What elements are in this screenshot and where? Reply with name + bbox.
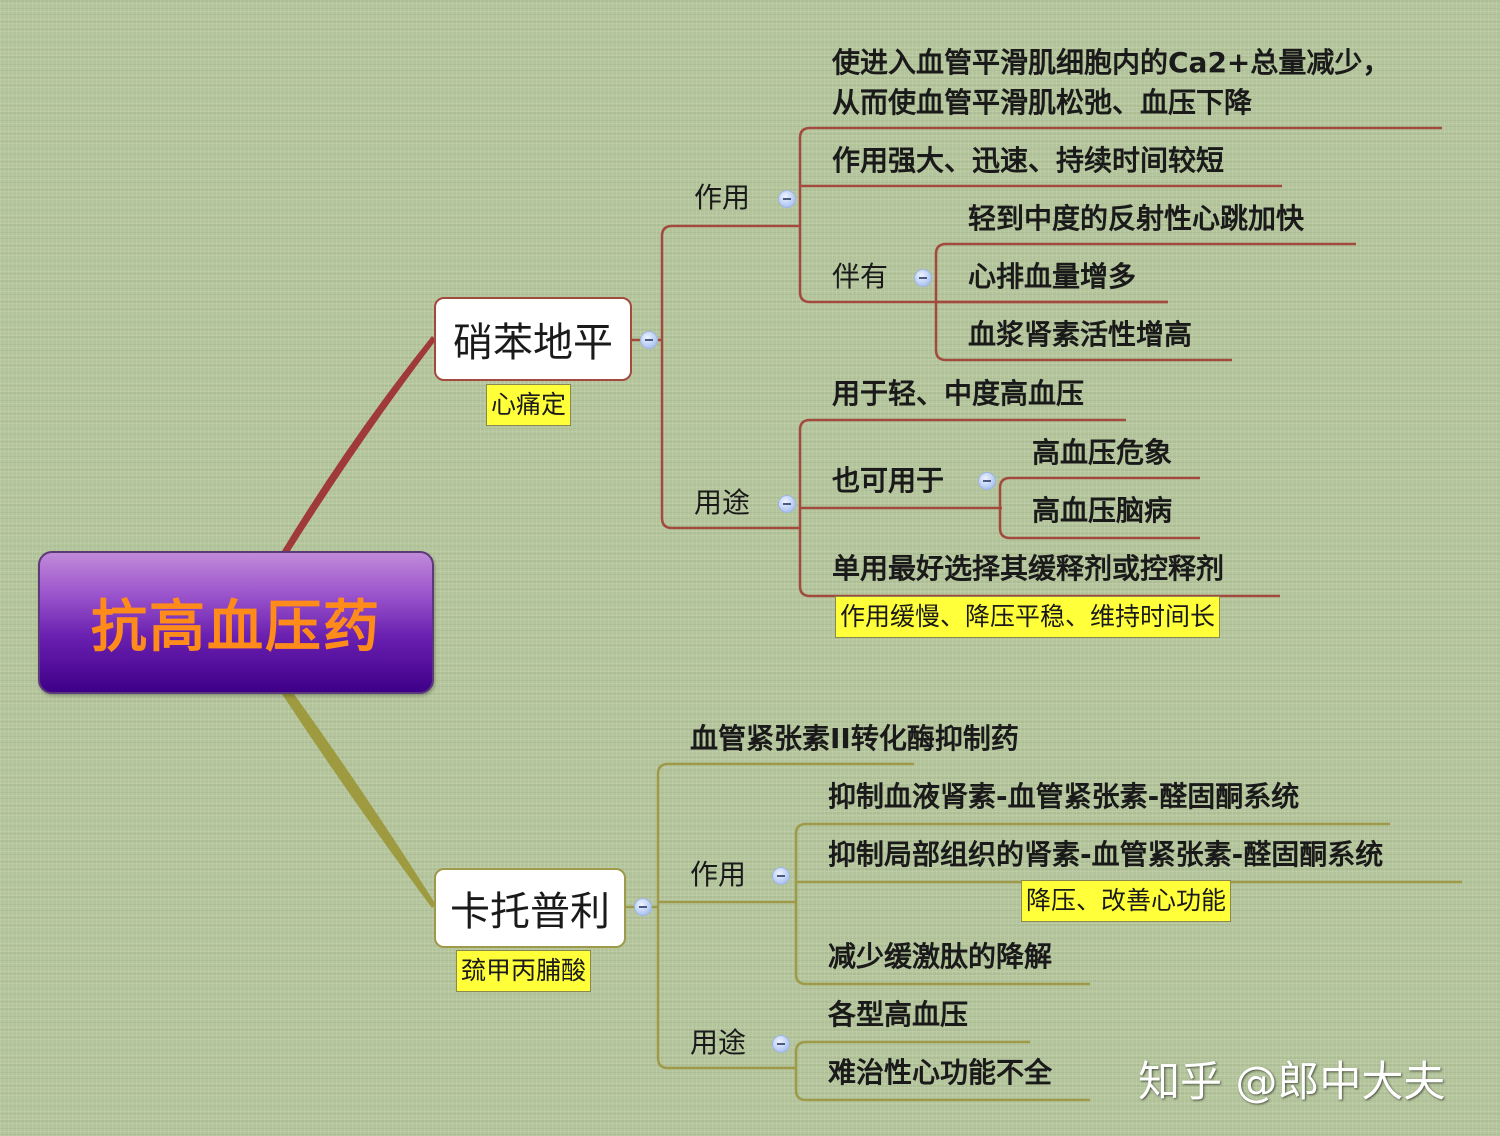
- node-inhibit-local-raas[interactable]: 抑制局部组织的肾素-血管紧张素-醛固酮系统: [828, 838, 1384, 871]
- collapse-toggle-nifedipine-use[interactable]: [778, 495, 796, 513]
- note-sustained-release: 作用缓慢、降压平稳、维持时间长: [835, 596, 1221, 638]
- node-action-mechanism-line2[interactable]: 从而使血管平滑肌松弛、血压下降: [832, 86, 1253, 119]
- node-captopril-use[interactable]: 用途: [690, 1026, 747, 1059]
- note-captopril-alias: 巯甲丙脯酸: [456, 950, 592, 992]
- collapse-toggle-captopril-use[interactable]: [772, 1035, 790, 1053]
- node-captopril-label: 卡托普利: [450, 889, 610, 935]
- node-mild-moderate[interactable]: 用于轻、中度高血压: [832, 377, 1085, 410]
- node-refractory-heart-failure[interactable]: 难治性心功能不全: [828, 1056, 1053, 1089]
- node-inhibit-circulating-raas[interactable]: 抑制血液肾素-血管紧张素-醛固酮系统: [828, 780, 1300, 813]
- node-accompanied[interactable]: 伴有: [832, 260, 889, 293]
- node-nifedipine[interactable]: 硝苯地平: [434, 297, 632, 381]
- collapse-toggle-captopril[interactable]: [634, 898, 652, 916]
- node-ace-inhibitor[interactable]: 血管紧张素II转化酶抑制药: [690, 722, 1019, 755]
- root-label: 抗高血压药: [91, 595, 381, 660]
- node-all-hypertension[interactable]: 各型高血压: [828, 998, 969, 1031]
- node-also-used-for[interactable]: 也可用于: [832, 464, 945, 497]
- note-nifedipine-alias: 心痛定: [486, 384, 572, 426]
- node-nifedipine-label: 硝苯地平: [453, 320, 613, 366]
- node-cardiac-output[interactable]: 心排血量增多: [968, 260, 1137, 293]
- node-action-mechanism-line1[interactable]: 使进入血管平滑肌细胞内的Ca2+总量减少，: [832, 46, 1391, 79]
- collapse-toggle-nifedipine[interactable]: [640, 331, 658, 349]
- node-hypertensive-crisis[interactable]: 高血压危象: [1032, 436, 1173, 469]
- node-nifedipine-action[interactable]: 作用: [694, 181, 751, 214]
- root-node[interactable]: 抗高血压药: [38, 551, 434, 694]
- watermark: 知乎 @郎中大夫: [1138, 1057, 1446, 1106]
- collapse-toggle-nifedipine-action[interactable]: [778, 190, 796, 208]
- node-reflex-tachycardia[interactable]: 轻到中度的反射性心跳加快: [968, 202, 1305, 235]
- node-nifedipine-use[interactable]: 用途: [694, 486, 751, 519]
- note-lower-bp-improve-heart: 降压、改善心功能: [1021, 880, 1232, 922]
- node-bradykinin[interactable]: 减少缓激肽的降解: [828, 940, 1053, 973]
- node-hypertensive-encephalopathy[interactable]: 高血压脑病: [1032, 494, 1173, 527]
- collapse-toggle-captopril-action[interactable]: [772, 867, 790, 885]
- node-captopril-action[interactable]: 作用: [690, 858, 747, 891]
- node-action-strength[interactable]: 作用强大、迅速、持续时间较短: [832, 144, 1225, 177]
- collapse-toggle-accompanied[interactable]: [914, 269, 932, 287]
- node-sustained-release[interactable]: 单用最好选择其缓释剂或控释剂: [832, 552, 1225, 585]
- node-renin-activity[interactable]: 血浆肾素活性增高: [968, 318, 1193, 351]
- node-captopril[interactable]: 卡托普利: [434, 868, 626, 948]
- collapse-toggle-also-used-for[interactable]: [978, 472, 996, 490]
